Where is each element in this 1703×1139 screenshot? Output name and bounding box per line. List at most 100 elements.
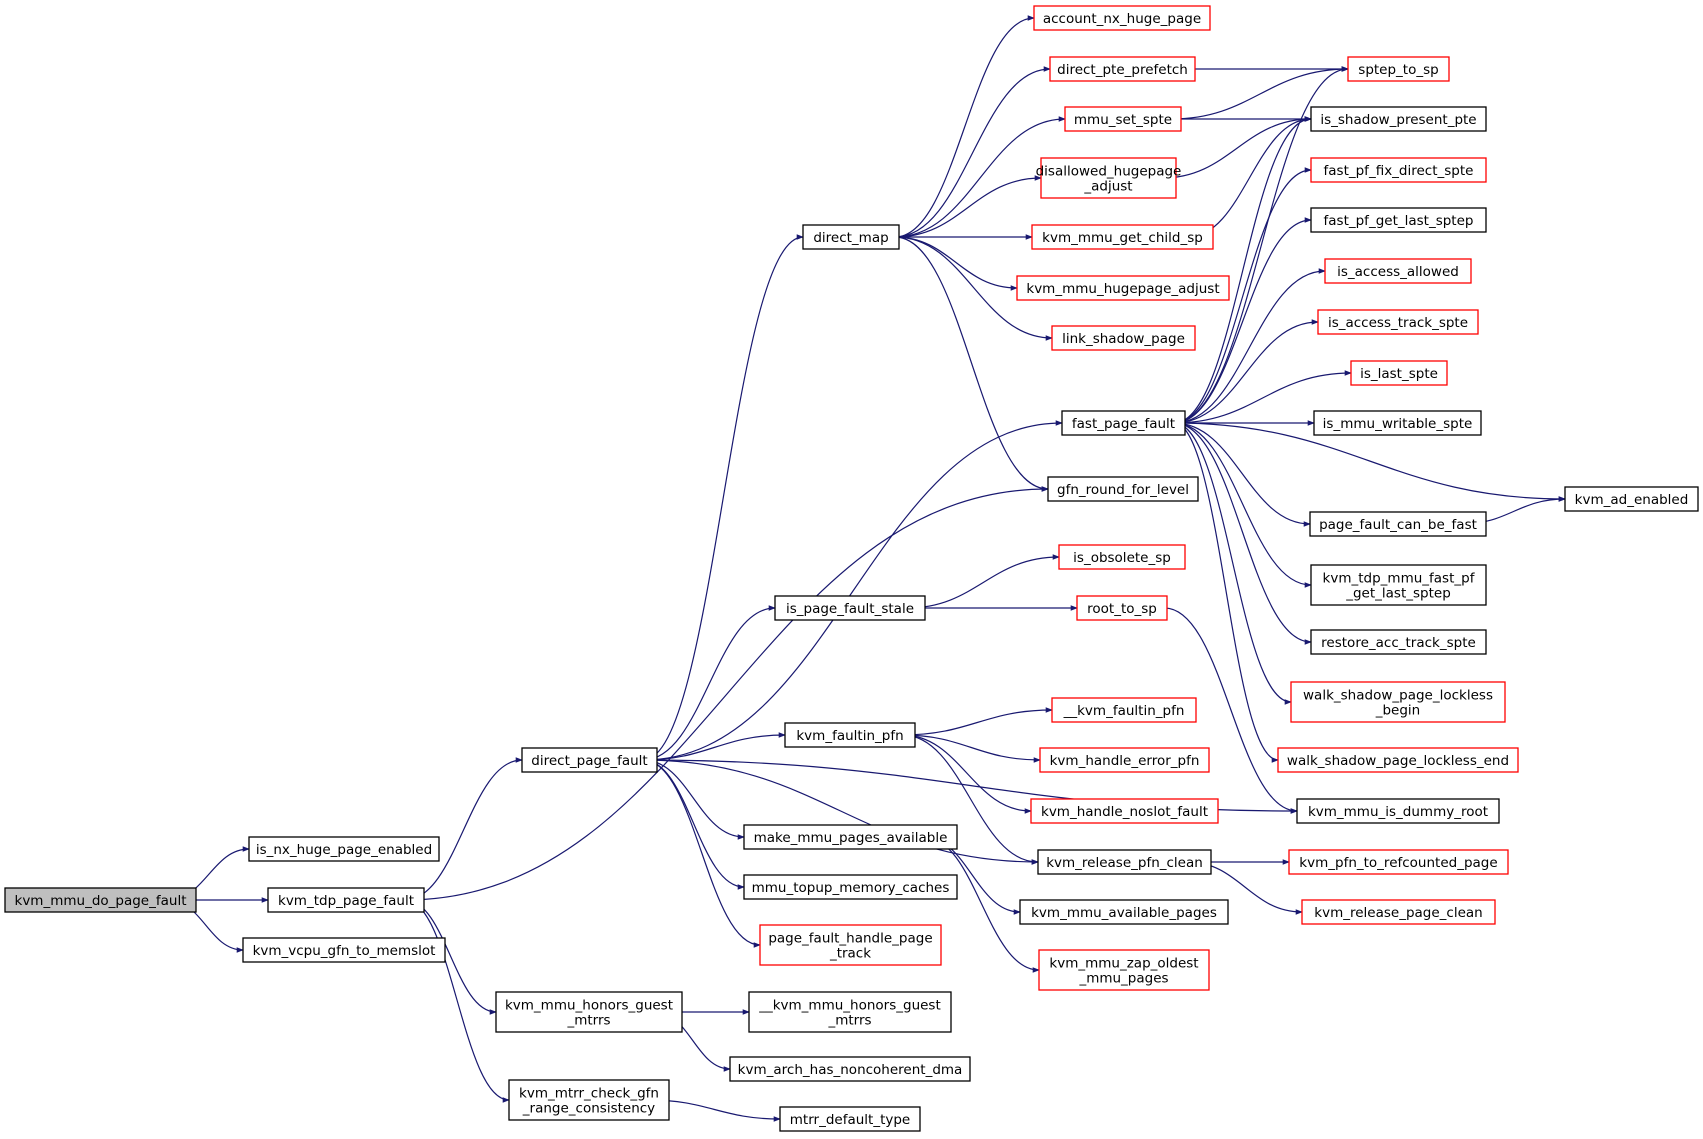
node-box: [743, 824, 958, 850]
node-direct_page_fault[interactable]: direct_page_fault: [521, 747, 658, 773]
edge-fast_page_fault-to-kvm_tdp_mmu_fast_pf_get_last_sptep: [1174, 422, 1312, 588]
node-fast_pf_fix_direct_spte[interactable]: fast_pf_fix_direct_spte: [1310, 157, 1487, 183]
node-box: [759, 924, 942, 966]
node-box: [1049, 56, 1196, 82]
edge-direct_page_fault-to-mmu_topup_memory_caches: [643, 759, 745, 890]
node-disallowed_hugepage_adjust[interactable]: disallowed_hugepage_adjust: [1036, 157, 1182, 199]
node-__kvm_faultin_pfn[interactable]: __kvm_faultin_pfn: [1051, 697, 1197, 723]
node-label: kvm_mmu_zap_oldest: [1049, 956, 1198, 972]
node-box: [1016, 275, 1230, 301]
node-root_to_sp[interactable]: root_to_sp: [1076, 595, 1168, 621]
edge-is_page_fault_stale-to-is_obsolete_sp: [907, 554, 1060, 609]
node-box: [1033, 5, 1211, 31]
node-box: [267, 887, 425, 913]
node-label: is_obsolete_sp: [1073, 550, 1171, 566]
node-kvm_handle_noslot_fault[interactable]: kvm_handle_noslot_fault: [1030, 798, 1219, 824]
node-mmu_set_spte[interactable]: mmu_set_spte: [1064, 106, 1182, 132]
node-box: [1031, 224, 1214, 250]
edge-root_to_sp-to-kvm_mmu_is_dummy_root: [1164, 607, 1298, 814]
node-is_page_fault_stale[interactable]: is_page_fault_stale: [774, 595, 926, 621]
node-kvm_mmu_hugepage_adjust[interactable]: kvm_mmu_hugepage_adjust: [1016, 275, 1230, 301]
node-account_nx_huge_page[interactable]: account_nx_huge_page: [1033, 5, 1211, 31]
node-label: __kvm_mmu_honors_guest: [758, 998, 941, 1014]
edge-direct_map-to-disallowed_hugepage_adjust: [894, 175, 1042, 238]
node-box: [1030, 798, 1219, 824]
node-kvm_tdp_page_fault[interactable]: kvm_tdp_page_fault: [267, 887, 425, 913]
node-gfn_round_for_level[interactable]: gfn_round_for_level: [1047, 476, 1199, 502]
node-label: _begin: [1375, 703, 1421, 719]
node-page_fault_can_be_fast[interactable]: page_fault_can_be_fast: [1309, 511, 1487, 537]
node-is_access_track_spte[interactable]: is_access_track_spte: [1317, 309, 1479, 335]
node-is_obsolete_sp[interactable]: is_obsolete_sp: [1058, 544, 1186, 570]
node-label: kvm_handle_noslot_fault: [1041, 804, 1208, 820]
node-label: walk_shadow_page_lockless_end: [1287, 753, 1509, 769]
node-kvm_release_pfn_clean[interactable]: kvm_release_pfn_clean: [1037, 849, 1212, 875]
node-box: [1019, 899, 1229, 925]
node-box: [1288, 849, 1509, 875]
node-box: [4, 887, 197, 913]
node-box: [242, 937, 446, 963]
edge-kvm_faultin_pfn-to-kvm_release_pfn_clean: [902, 734, 1039, 865]
node-box: [1310, 157, 1487, 183]
node-is_nx_huge_page_enabled[interactable]: is_nx_huge_page_enabled: [248, 836, 440, 862]
node-box: [1047, 476, 1199, 502]
node-label: page_fault_can_be_fast: [1319, 517, 1477, 533]
node-label: restore_acc_track_spte: [1321, 635, 1476, 651]
node-is_last_spte[interactable]: is_last_spte: [1350, 360, 1448, 386]
node-kvm_mmu_do_page_fault[interactable]: kvm_mmu_do_page_fault: [4, 887, 197, 913]
node-page_fault_handle_page_track[interactable]: page_fault_handle_page_track: [759, 924, 942, 966]
node-__kvm_mmu_honors_guest_mtrrs[interactable]: __kvm_mmu_honors_guest_mtrrs: [748, 991, 952, 1033]
node-kvm_vcpu_gfn_to_memslot[interactable]: kvm_vcpu_gfn_to_memslot: [242, 937, 446, 963]
node-is_shadow_present_pte[interactable]: is_shadow_present_pte: [1310, 106, 1487, 132]
node-label: kvm_mmu_honors_guest: [505, 998, 673, 1014]
node-make_mmu_pages_available[interactable]: make_mmu_pages_available: [743, 824, 958, 850]
node-label: kvm_mmu_do_page_fault: [15, 893, 187, 909]
node-kvm_mmu_honors_guest_mtrrs[interactable]: kvm_mmu_honors_guest_mtrrs: [495, 991, 683, 1033]
node-label: kvm_tdp_mmu_fast_pf: [1323, 571, 1476, 587]
edge-fast_page_fault-to-walk_shadow_page_lockless_begin: [1174, 422, 1292, 705]
node-mtrr_default_type[interactable]: mtrr_default_type: [779, 1106, 921, 1132]
edge-fast_page_fault-to-is_shadow_present_pte: [1174, 116, 1312, 424]
node-kvm_mmu_available_pages[interactable]: kvm_mmu_available_pages: [1019, 899, 1229, 925]
node-walk_shadow_page_lockless_begin[interactable]: walk_shadow_page_lockless_begin: [1290, 681, 1506, 723]
node-sptep_to_sp[interactable]: sptep_to_sp: [1347, 56, 1450, 82]
edge-fast_page_fault-to-restore_acc_track_spte: [1174, 422, 1312, 645]
node-box: [1051, 697, 1197, 723]
node-direct_map[interactable]: direct_map: [802, 224, 900, 250]
node-kvm_ad_enabled[interactable]: kvm_ad_enabled: [1564, 486, 1699, 512]
node-label: kvm_mtrr_check_gfn: [519, 1086, 659, 1102]
node-box: [1058, 544, 1186, 570]
node-kvm_tdp_mmu_fast_pf_get_last_sptep[interactable]: kvm_tdp_mmu_fast_pf_get_last_sptep: [1310, 564, 1487, 606]
node-kvm_mmu_zap_oldest_mmu_pages[interactable]: kvm_mmu_zap_oldest_mmu_pages: [1038, 949, 1210, 991]
node-label: page_fault_handle_page: [768, 931, 932, 947]
node-box: [495, 991, 683, 1033]
node-label: _mtrrs: [827, 1013, 871, 1029]
node-is_access_allowed[interactable]: is_access_allowed: [1324, 258, 1472, 284]
node-box: [521, 747, 658, 773]
node-box: [1040, 157, 1177, 199]
node-kvm_release_page_clean[interactable]: kvm_release_page_clean: [1301, 899, 1496, 925]
node-kvm_mmu_get_child_sp[interactable]: kvm_mmu_get_child_sp: [1031, 224, 1214, 250]
node-direct_pte_prefetch[interactable]: direct_pte_prefetch: [1049, 56, 1196, 82]
node-label: kvm_mmu_get_child_sp: [1042, 230, 1203, 246]
node-walk_shadow_page_lockless_end[interactable]: walk_shadow_page_lockless_end: [1277, 747, 1519, 773]
node-box: [779, 1106, 921, 1132]
edge-direct_page_fault-to-direct_map: [643, 234, 804, 761]
node-label: direct_map: [813, 230, 888, 246]
node-box: [802, 224, 900, 250]
node-kvm_handle_error_pfn[interactable]: kvm_handle_error_pfn: [1039, 747, 1210, 773]
node-restore_acc_track_spte[interactable]: restore_acc_track_spte: [1310, 629, 1487, 655]
node-mmu_topup_memory_caches[interactable]: mmu_topup_memory_caches: [743, 874, 958, 900]
node-kvm_pfn_to_refcounted_page[interactable]: kvm_pfn_to_refcounted_page: [1288, 849, 1509, 875]
node-kvm_mmu_is_dummy_root[interactable]: kvm_mmu_is_dummy_root: [1296, 798, 1500, 824]
node-kvm_mtrr_check_gfn_range_consistency[interactable]: kvm_mtrr_check_gfn_range_consistency: [508, 1079, 670, 1121]
node-box: [1350, 360, 1448, 386]
node-is_mmu_writable_spte[interactable]: is_mmu_writable_spte: [1313, 410, 1482, 436]
node-link_shadow_page[interactable]: link_shadow_page: [1051, 325, 1196, 351]
node-fast_page_fault[interactable]: fast_page_fault: [1061, 410, 1186, 436]
node-label: disallowed_hugepage: [1036, 164, 1182, 180]
node-kvm_faultin_pfn[interactable]: kvm_faultin_pfn: [784, 722, 916, 748]
node-fast_pf_get_last_sptep[interactable]: fast_pf_get_last_sptep: [1310, 207, 1487, 233]
node-kvm_arch_has_noncoherent_dma[interactable]: kvm_arch_has_noncoherent_dma: [729, 1056, 971, 1082]
